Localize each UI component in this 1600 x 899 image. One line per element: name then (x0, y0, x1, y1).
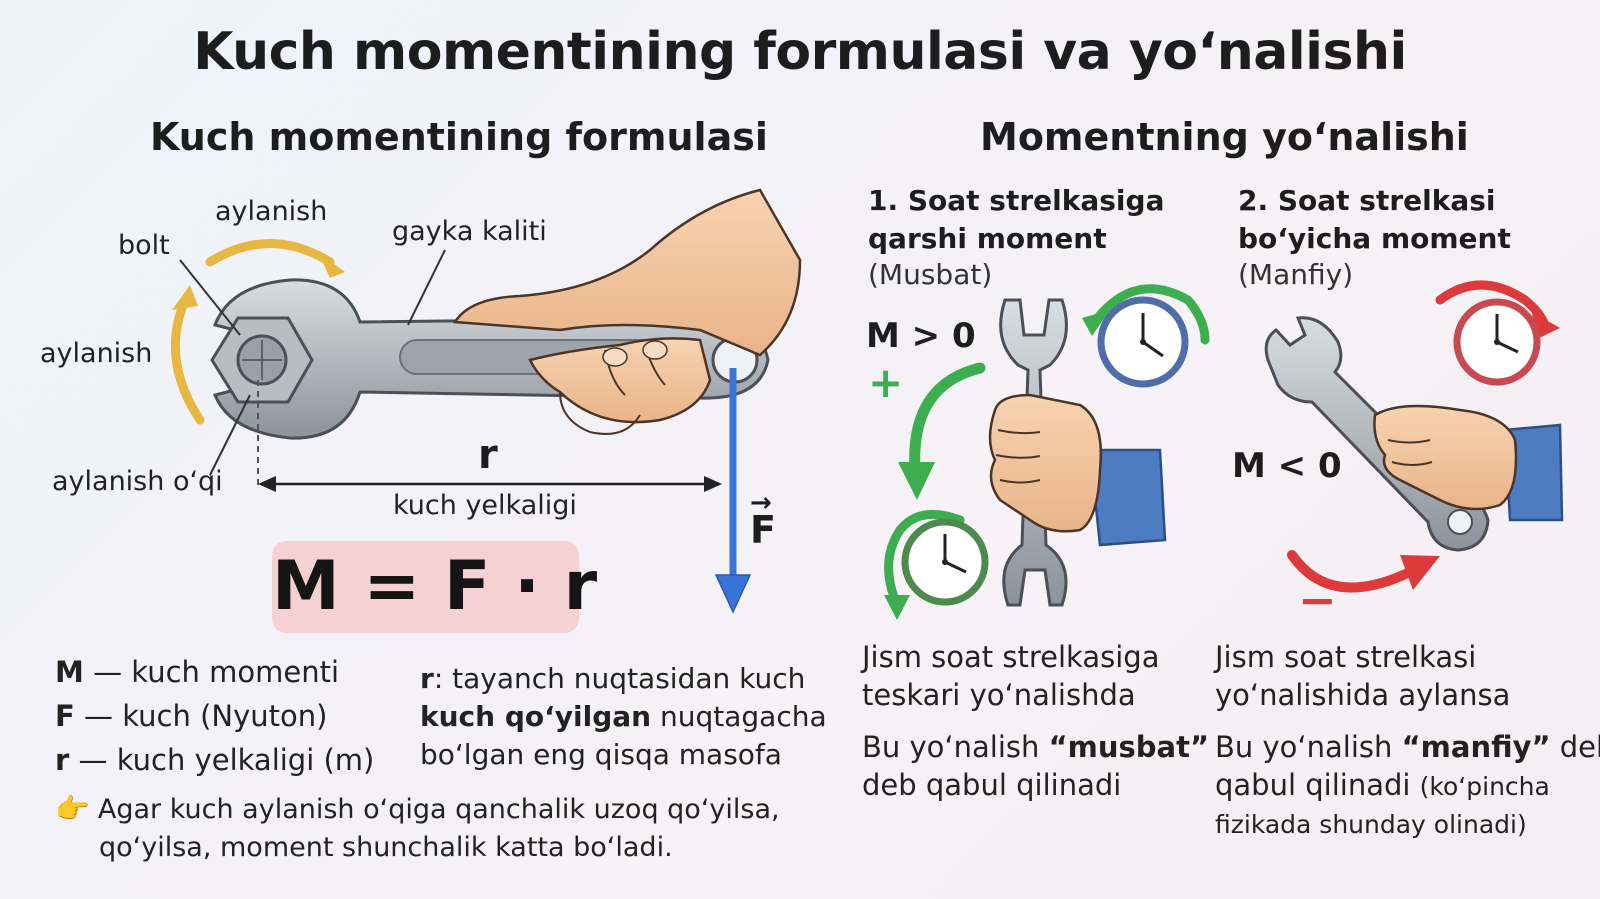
cw-wrench-illustration (1264, 316, 1564, 552)
page-title: Kuch momentining formulasi va yo‘nalishi (193, 22, 1407, 82)
label-wrench: gayka kaliti (392, 216, 547, 247)
force-arrow (714, 368, 752, 614)
note-block: 👉Agar kuch aylanish o‘qiga qanchalik uzo… (55, 792, 780, 863)
cw-description: Jism soat strelkasi yo‘nalishida aylansa… (1215, 640, 1600, 839)
label-force-symbol: F (750, 508, 776, 552)
label-rotation-axis: aylanish o‘qi (52, 466, 223, 497)
rotation-arrow-top (205, 239, 345, 278)
ccw-description: Jism soat strelkasiga teskari yo‘nalishd… (862, 640, 1210, 802)
formula-box: M = F · r (272, 541, 597, 633)
legend-list: M — kuch momenti F — kuch (Nyuton) r — k… (55, 650, 374, 782)
label-rotation-top: aylanish (215, 196, 328, 227)
ccw-arrow (898, 362, 986, 500)
ccw-title: 1. Soat strelkasiga qarshi moment (Musba… (868, 184, 1165, 291)
formula-heading: Kuch momentining formulasi (150, 115, 768, 159)
label-lever-arm: kuch yelkaligi (393, 490, 577, 521)
cw-condition: M < 0 (1232, 446, 1342, 486)
label-r-symbol: r (478, 432, 498, 478)
minus-sign-icon: − (1298, 573, 1337, 627)
wrench-pointer-line (407, 249, 446, 326)
rotation-arrow-left (170, 285, 205, 425)
cw-arrow (1287, 550, 1440, 593)
force-vector-arrow-mark: → (750, 488, 772, 518)
ccw-wrench-illustration (988, 298, 1167, 607)
ccw-clock-bottom (884, 509, 989, 620)
cw-title: 2. Soat strelkasi bo‘yicha moment (Manfi… (1238, 184, 1511, 291)
pointing-hand-icon: 👉 (55, 792, 90, 825)
ccw-clock-top (1082, 284, 1210, 388)
plus-sign-icon: + (868, 358, 904, 407)
ccw-condition: M > 0 (866, 316, 976, 356)
label-bolt: bolt (118, 230, 170, 261)
cw-clock (1435, 280, 1560, 386)
hand-illustration (452, 188, 802, 435)
legend-item-m: M — kuch momenti (55, 655, 340, 689)
legend-item-r: r — kuch yelkaligi (m) (55, 743, 375, 777)
r-definition: r: tayanch nuqtasidan kuch kuch qo‘yilga… (420, 662, 827, 771)
lever-arm-dimension (258, 476, 722, 492)
label-rotation-left: aylanish (40, 338, 153, 369)
bolt-pointer-line (179, 259, 241, 336)
direction-heading: Momentning yo‘nalishi (980, 115, 1469, 159)
axis-pointer-line (209, 394, 251, 476)
legend-item-f: F — kuch (Nyuton) (55, 699, 328, 733)
